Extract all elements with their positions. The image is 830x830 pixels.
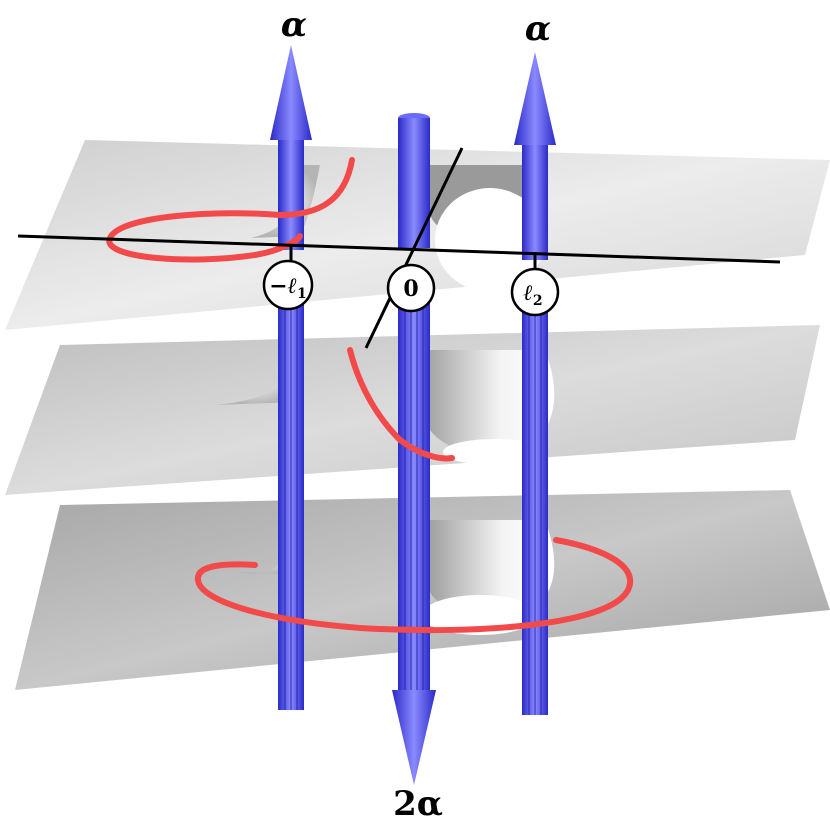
sheet-top-hole <box>435 188 545 292</box>
sheet-bottom-hole-wall <box>425 520 555 620</box>
sheet-middle-funnel <box>215 350 298 405</box>
curve-bottom-loop <box>195 537 634 634</box>
curve-top-loop <box>106 157 355 263</box>
sheet-middle-hole-wall <box>420 350 555 456</box>
vortex-tube-center-top <box>398 118 430 248</box>
marker-l2: ℓ2 <box>510 267 560 317</box>
marker-minus-l1: −ℓ1 <box>262 259 314 311</box>
marker-zero-label: 0 <box>403 276 418 302</box>
arrow-heads <box>270 45 556 785</box>
marker-zero: 0 <box>386 263 436 313</box>
arrow-up-left <box>270 45 312 140</box>
arrow-up-right <box>514 52 556 145</box>
axis-markers: −ℓ1 0 ℓ2 <box>262 259 560 317</box>
vortex-tube-left-top <box>278 140 304 250</box>
sheet-top <box>5 118 830 330</box>
label-two-alpha: 2α <box>393 784 443 824</box>
sheet-middle-hole <box>443 439 547 465</box>
arrow-down-center <box>392 690 436 785</box>
imaginary-axis <box>364 147 464 349</box>
winding-curve <box>106 157 634 634</box>
label-alpha-right: α <box>525 9 551 49</box>
real-axis <box>17 234 781 264</box>
axis-lines <box>17 147 781 349</box>
label-alpha-left: α <box>281 5 307 45</box>
curve-middle-segment <box>347 347 455 462</box>
vortex-tube-right-top <box>522 140 548 260</box>
marker-minus-l1-label: −ℓ1 <box>269 273 307 302</box>
marker-l2-label: ℓ2 <box>523 280 542 309</box>
